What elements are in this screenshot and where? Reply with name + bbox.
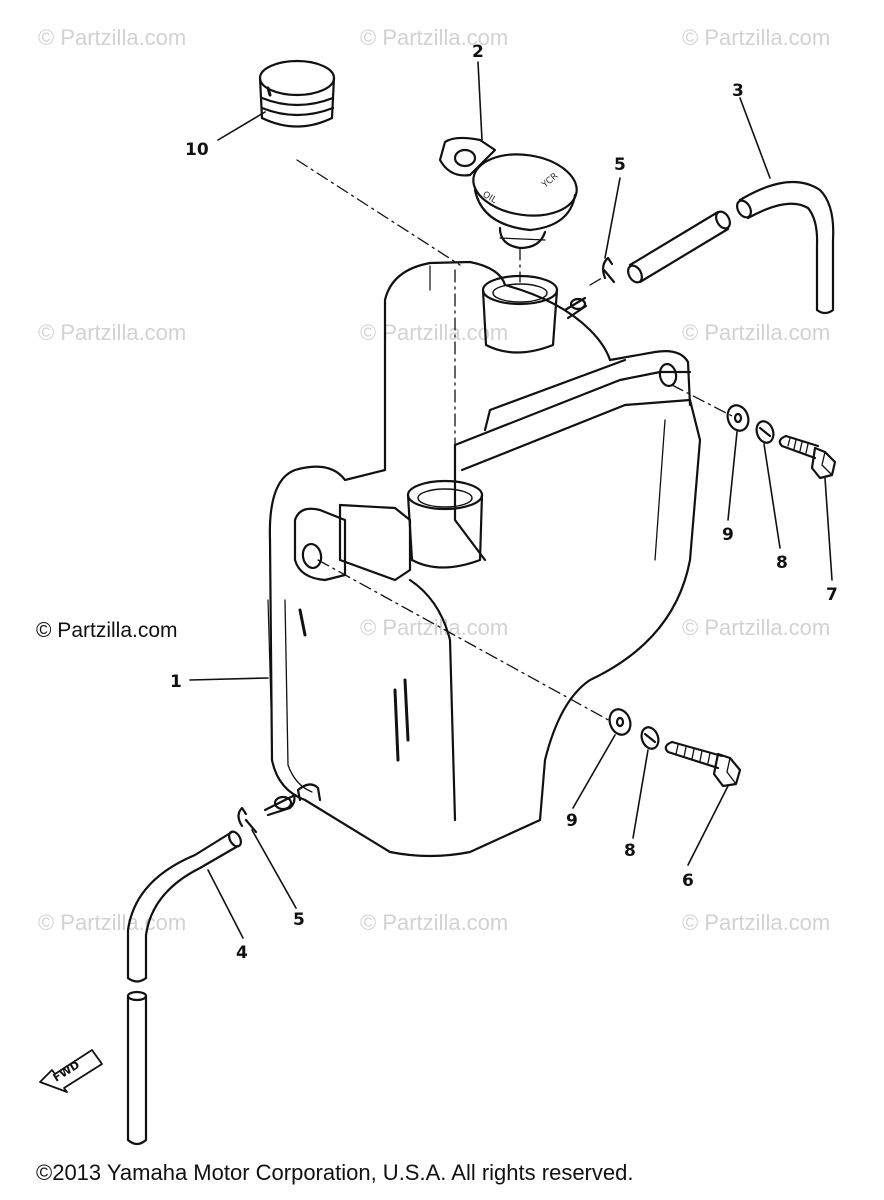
callout-2: 2: [472, 42, 484, 62]
hose-clip-upper: [601, 256, 616, 284]
forward-arrow-icon: FWD: [39, 1049, 103, 1093]
leader-lines: [189, 61, 833, 939]
callout-7: 7: [826, 585, 838, 605]
brand-label: © Partzilla.com: [36, 619, 178, 642]
plain-washer-upper: [726, 404, 750, 432]
tank-cap: OIL YCR: [438, 136, 578, 250]
watermark: © Partzilla.com: [682, 615, 830, 640]
watermark: © Partzilla.com: [360, 910, 508, 935]
watermark-group: © Partzilla.com © Partzilla.com © Partzi…: [38, 25, 830, 935]
watermark: © Partzilla.com: [38, 25, 186, 50]
watermark: © Partzilla.com: [682, 25, 830, 50]
breather-hose: [627, 180, 835, 315]
cap-marking: OIL: [481, 190, 499, 206]
spring-washer-upper: [755, 420, 775, 444]
plain-washer-lower: [608, 708, 632, 736]
callout-1: 1: [170, 672, 182, 692]
bolt-lower: [664, 740, 742, 788]
callout-10: 10: [185, 140, 209, 160]
delivery-hose: [126, 830, 242, 1146]
callout-9: 9: [566, 811, 578, 831]
watermark: © Partzilla.com: [360, 615, 508, 640]
callout-9: 9: [722, 525, 734, 545]
grommet: [258, 59, 336, 128]
callout-6: 6: [682, 871, 694, 891]
callout-numbers: 1 2 3 4 5 5 6 7 8 8 9 9 10: [170, 42, 838, 963]
watermark: © Partzilla.com: [682, 320, 830, 345]
callout-5: 5: [293, 910, 305, 930]
callout-8: 8: [776, 553, 788, 573]
callout-8: 8: [624, 841, 636, 861]
hose-clip-lower: [237, 806, 258, 834]
callout-3: 3: [732, 81, 744, 101]
callout-4: 4: [236, 943, 248, 963]
watermark: © Partzilla.com: [38, 320, 186, 345]
cap-marking: YCR: [540, 171, 561, 191]
watermark: © Partzilla.com: [360, 25, 508, 50]
copyright-notice: ©2013 Yamaha Motor Corporation, U.S.A. A…: [36, 1160, 634, 1185]
watermark: © Partzilla.com: [682, 910, 830, 935]
watermark: © Partzilla.com: [38, 910, 186, 935]
oil-tank: [263, 260, 702, 858]
bolt-upper: [778, 434, 837, 480]
spring-washer-lower: [640, 726, 660, 750]
callout-5: 5: [614, 155, 626, 175]
alignment-lines: [296, 159, 733, 723]
